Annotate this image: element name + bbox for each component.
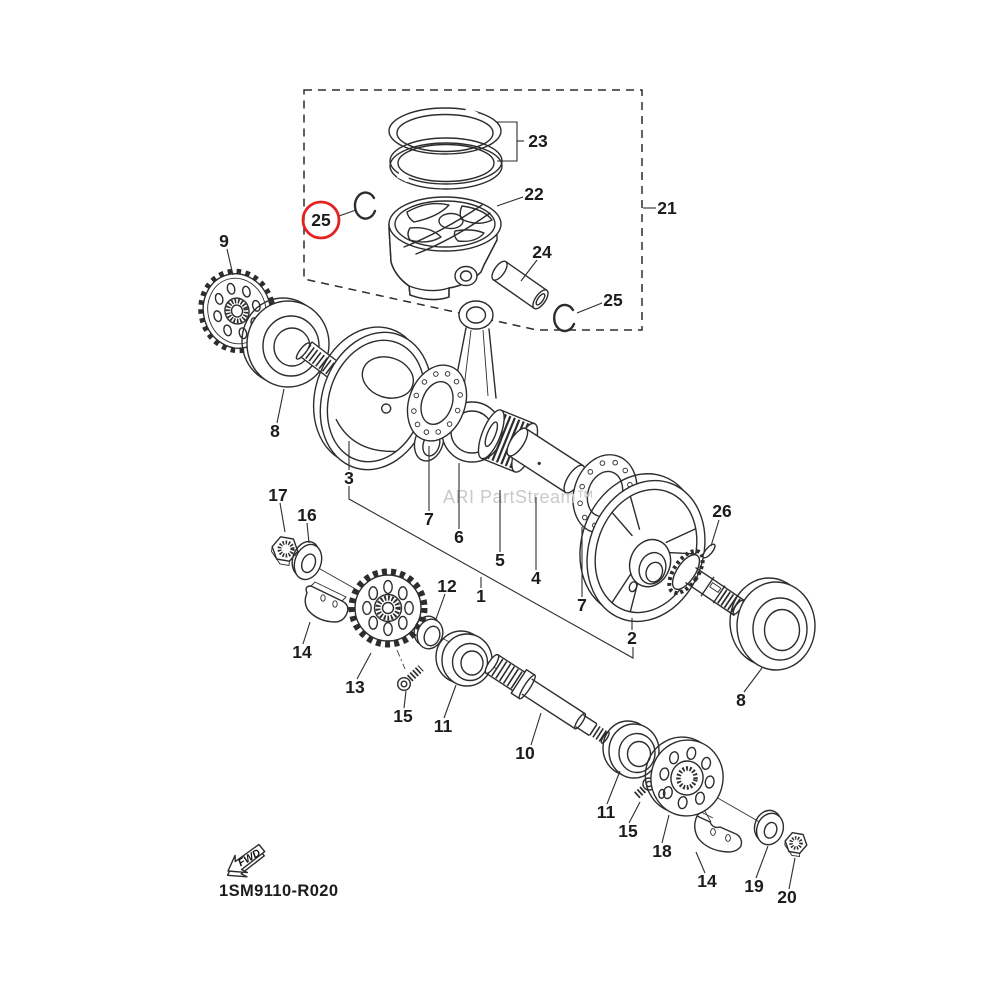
part-24-piston-pin[interactable] (489, 259, 551, 311)
part-callout-16[interactable]: 16 (297, 505, 317, 525)
part-callout-13[interactable]: 13 (345, 677, 365, 697)
assembly-bracket-line (348, 486, 634, 659)
part-17-nut[interactable] (271, 536, 299, 567)
callout-leader-11 (606, 770, 621, 805)
part-26-woodruff-key[interactable] (701, 542, 717, 559)
part-callout-17[interactable]: 17 (268, 485, 287, 505)
part-callout-24[interactable]: 24 (532, 242, 552, 262)
part-callout-3[interactable]: 3 (344, 468, 354, 488)
part-25-circlip-right[interactable] (553, 303, 576, 333)
part-18-balancer-plate[interactable] (639, 731, 729, 821)
part-25-circlip-left[interactable] (353, 191, 377, 220)
part-callout-5[interactable]: 5 (495, 550, 505, 570)
callout-leader-24 (520, 259, 538, 282)
part-11-bearing-rear[interactable] (602, 720, 660, 779)
bolt-15a-axis-line (396, 649, 406, 670)
part-callout-21[interactable]: 21 (657, 198, 677, 218)
part-callout-6[interactable]: 6 (454, 527, 464, 547)
callout-leader-18 (661, 814, 670, 844)
part-callout-7[interactable]: 7 (424, 509, 434, 529)
part-15-bolt-front[interactable] (397, 665, 424, 692)
callout-leader-10 (530, 712, 542, 746)
highlighted-callout-ring[interactable] (301, 200, 341, 240)
part-callout-8[interactable]: 8 (736, 690, 746, 710)
callout-leader-9 (226, 248, 234, 276)
callout-leader-8 (743, 667, 763, 693)
part-callout-25[interactable]: 25 (603, 290, 623, 310)
part-callout-20[interactable]: 20 (777, 887, 797, 907)
part-4-crank-pin[interactable] (503, 425, 588, 496)
piston-detail-box (303, 89, 643, 331)
part-callout-18[interactable]: 18 (652, 841, 672, 861)
part-callout-10[interactable]: 10 (515, 743, 535, 763)
callout-leader-25 (338, 209, 357, 217)
part-callout-14[interactable]: 14 (697, 871, 717, 891)
part-callout-8[interactable]: 8 (270, 421, 280, 441)
part-14-balancer-weight-front[interactable] (304, 581, 349, 623)
part-22-piston[interactable] (388, 196, 502, 301)
part-10-balancer-shaft[interactable] (481, 650, 614, 750)
part-callout-2[interactable]: 2 (627, 628, 637, 648)
part-20-nut[interactable] (784, 832, 808, 858)
part-23-piston-rings[interactable] (388, 106, 503, 190)
callout-leader-14 (695, 851, 706, 874)
part-16-washer[interactable] (287, 538, 327, 584)
part-7-washer-left[interactable] (397, 357, 476, 449)
part-callout-23[interactable]: 23 (528, 131, 548, 151)
watermark: ARI PartStream™ (443, 487, 595, 507)
callout-leader-17 (279, 502, 286, 533)
part-callout-25[interactable]: 25 (311, 210, 331, 230)
callout-leader-11 (443, 684, 457, 719)
callout-leader-25 (576, 302, 603, 314)
part-callout-9[interactable]: 9 (219, 231, 229, 251)
callout-leader-8 (276, 388, 285, 424)
part-callout-22[interactable]: 22 (524, 184, 544, 204)
part-callout-15[interactable]: 15 (393, 706, 413, 726)
callout-leader-12 (435, 593, 446, 620)
part-callout-19[interactable]: 19 (744, 876, 764, 896)
part-11-bearing-front[interactable] (435, 630, 493, 687)
fwd-arrow: FWD (226, 843, 266, 878)
callout-leader-15 (403, 690, 407, 709)
part-callout-7[interactable]: 7 (577, 595, 587, 615)
drawing-number: 1SM9110-R020 (219, 882, 338, 900)
part-14-balancer-weight-rear[interactable] (694, 811, 743, 853)
part-callout-26[interactable]: 26 (712, 501, 732, 521)
part-8-bearing-right[interactable] (729, 577, 816, 671)
part-callout-14[interactable]: 14 (292, 642, 312, 662)
part-callout-1[interactable]: 1 (476, 586, 486, 606)
part-callout-11[interactable]: 11 (434, 716, 453, 736)
part-19-washer[interactable] (749, 807, 788, 849)
part-callout-15[interactable]: 15 (618, 821, 638, 841)
part-12-collar[interactable] (410, 613, 447, 653)
callout-leader-26 (710, 519, 720, 547)
callout-leader-20 (788, 857, 796, 890)
callout-leader-14 (302, 621, 311, 645)
part-callout-11[interactable]: 11 (597, 802, 616, 822)
callout-leader-13 (356, 652, 372, 680)
callout-leader-16 (306, 522, 310, 544)
callout-leader-22 (496, 196, 524, 207)
part-8-bearing-left[interactable] (241, 297, 330, 388)
callout-leader-19 (755, 845, 769, 879)
part-13-balancer-gear[interactable] (348, 568, 428, 648)
callout-leader-15 (628, 801, 641, 824)
part-callout-12[interactable]: 12 (437, 576, 457, 596)
part-callout-4[interactable]: 4 (531, 568, 541, 588)
